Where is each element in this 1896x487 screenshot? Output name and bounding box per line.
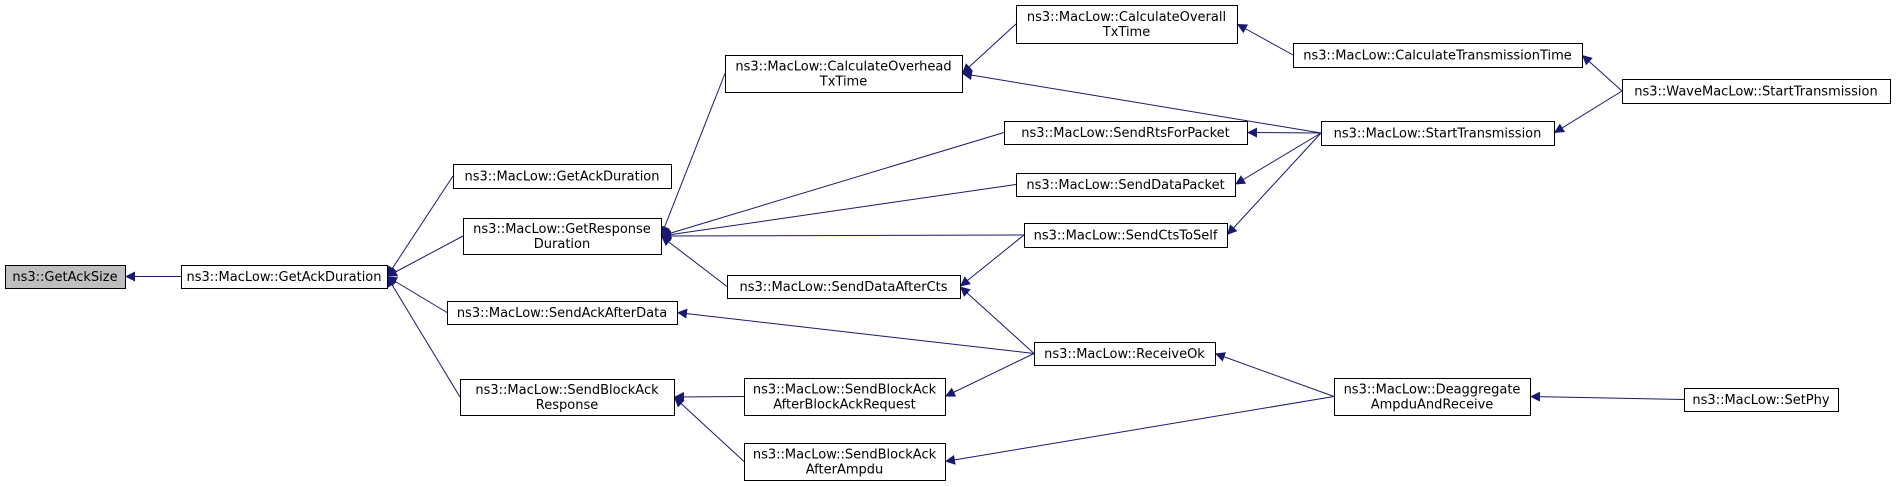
node-box [1622,79,1891,104]
graph-edge [961,70,1322,134]
graph-edge [673,396,745,462]
graph-node[interactable]: ns3::MacLow::SendDataPacket [1016,173,1236,197]
graph-node[interactable]: ns3::MacLow::GetAckDuration [181,265,388,289]
graph-node[interactable]: ns3::MacLow::CalculateTransmissionTime [1293,43,1583,68]
node-label: ns3::MacLow::CalculateOverall [1027,10,1226,25]
node-box [725,55,963,93]
graph-edge [944,396,1335,465]
graph-edge [959,286,1035,354]
node-box [447,301,678,325]
graph-edge [1214,352,1335,397]
graph-edge [673,391,745,402]
node-label: ns3::MacLow::SendBlockAck [753,383,937,398]
graph-edge [386,276,448,313]
node-box [1034,342,1216,366]
node-box [1016,5,1238,44]
graph-edge [1553,90,1623,134]
node-label: AmpduAndReceive [1371,398,1494,413]
node-box [744,443,946,481]
graph-edge [944,353,1035,397]
graph-edge [660,235,728,287]
graph-node[interactable]: ns3::MacLow::SetPhy [1684,388,1839,412]
graph-edge [660,184,1017,240]
graph-edge [1234,132,1322,185]
node-label: TxTime [1102,25,1150,40]
node-box [181,265,388,289]
node-box [5,265,126,289]
node-label: ns3::MacLow::SendRtsForPacket [1021,126,1230,141]
node-label: ns3::MacLow::SendDataPacket [1026,178,1224,193]
node-label: ns3::MacLow::SendBlockAck [753,448,937,463]
node-box [744,378,946,416]
node-label: ns3::MacLow::SendCtsToSelf [1034,229,1218,244]
node-label: ns3::WaveMacLow::StartTransmission [1634,85,1877,100]
graph-edge [961,23,1017,74]
graph-node[interactable]: ns3::MacLow::StartTransmission [1321,121,1555,146]
node-label: ns3::GetAckSize [12,270,117,285]
node-label: ns3::MacLow::CalculateOverhead [735,60,951,75]
node-label: Duration [534,237,590,252]
graph-edge [1246,127,1322,138]
node-label: AfterBlockAckRequest [773,398,916,413]
graph-edge [660,230,1025,241]
edges-layer [125,23,1685,465]
node-label: ns3::MacLow::SendDataAfterCts [740,280,948,295]
graph-node[interactable]: ns3::MacLow::SendDataAfterCts [727,275,961,299]
graph-edge [676,308,1035,354]
graph-edge [386,235,464,277]
node-box [1684,388,1839,412]
graph-node[interactable]: ns3::MacLow::SendRtsForPacket [1004,121,1248,145]
node-label: ns3::MacLow::SetPhy [1692,393,1829,408]
graph-edge [660,132,1005,238]
node-label: ns3::MacLow::SendAckAfterData [457,306,667,321]
node-label: ns3::MacLow::GetAckDuration [465,170,660,185]
graph-edge [386,276,461,398]
graph-node[interactable]: ns3::MacLow::GetAckDuration [453,164,672,189]
node-box [1293,43,1583,68]
node-box [727,275,961,299]
node-label: ns3::MacLow::StartTransmission [1334,127,1542,142]
graph-edge [1529,391,1685,402]
node-label: ns3::MacLow::Deaggregate [1344,383,1521,398]
graph-node[interactable]: ns3::MacLow::SendBlockAckAfterBlockAckRe… [744,378,946,416]
node-label: Response [536,398,598,413]
graph-edge [959,234,1025,287]
graph-node[interactable]: ns3::MacLow::SendCtsToSelf [1024,223,1228,248]
node-label: ns3::MacLow::CalculateTransmissionTime [1303,49,1572,64]
node-box [1024,223,1228,248]
node-label: ns3::MacLow::ReceiveOk [1044,347,1205,362]
graph-edge [660,73,726,237]
graph-node[interactable]: ns3::GetAckSize [5,265,126,289]
node-box [460,379,675,416]
node-label: ns3::MacLow::SendBlockAck [475,383,659,398]
node-box [453,164,672,189]
graph-node[interactable]: ns3::MacLow::ReceiveOk [1034,342,1216,366]
nodes-layer: ns3::GetAckSize ns3::MacLow::GetAckDurati… [5,5,1891,481]
node-label: AfterAmpdu [806,463,884,478]
node-box [1004,121,1248,145]
graph-edge [386,175,454,277]
graph-edge [1581,54,1623,92]
node-label: TxTime [819,75,867,90]
node-box [1334,378,1531,416]
node-box [463,218,662,255]
graph-edge [1226,132,1322,236]
node-box [1016,173,1236,197]
node-box [1321,121,1555,146]
graph-node[interactable]: ns3::MacLow::SendAckAfterData [447,301,678,325]
node-label: ns3::MacLow::GetAckDuration [187,270,382,285]
graph-edge [1236,23,1294,56]
node-label: ns3::MacLow::GetResponse [473,222,651,237]
graph-node[interactable]: ns3::WaveMacLow::StartTransmission [1622,79,1891,104]
